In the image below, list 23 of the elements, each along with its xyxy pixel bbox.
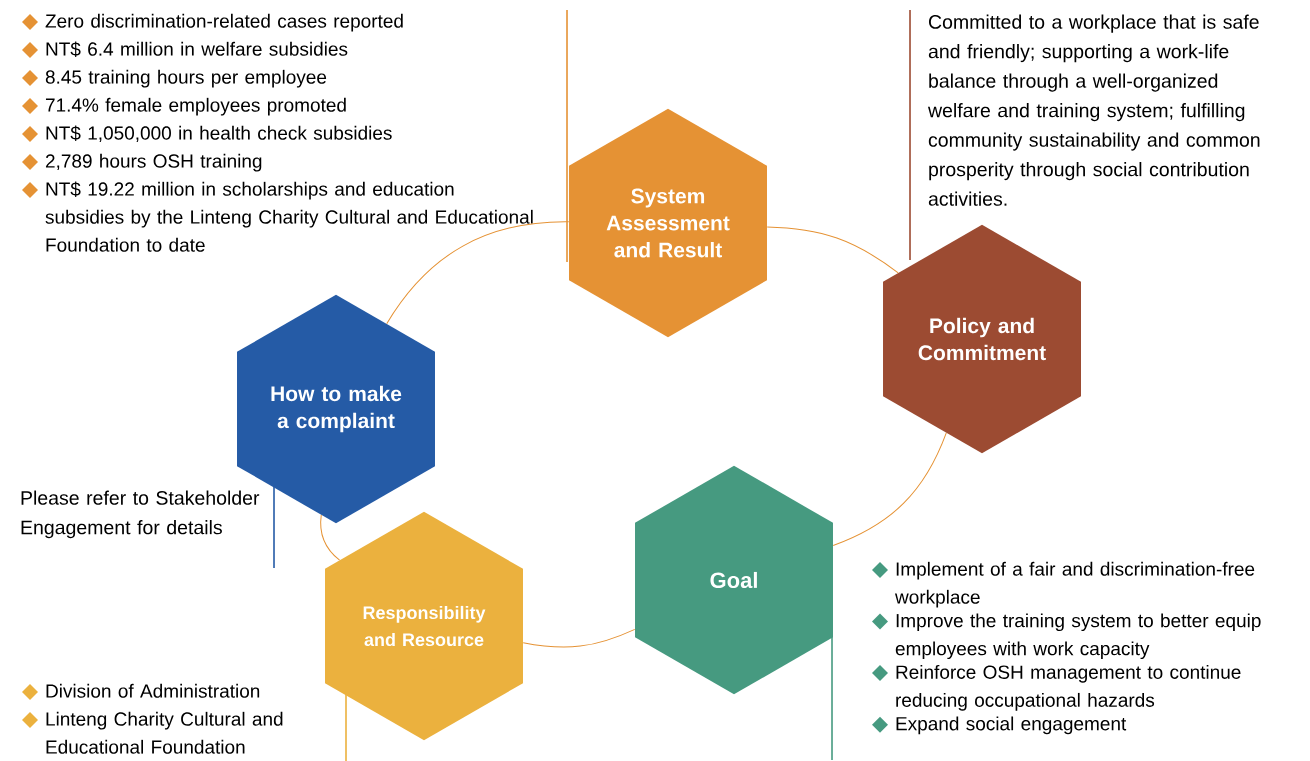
connector-line — [766, 226, 899, 274]
bullet-text: Expand social engagement — [896, 716, 1127, 735]
bullet-text: Reinforce OSH management to continue reducing occupational hazards — [896, 664, 1241, 711]
bullet-text: NT$ 1,050,000 in health check subsidies — [46, 125, 392, 143]
bullet-text: Improve the training system to better equip employees with work capacity — [895, 613, 1261, 660]
hexagon: Goal — [635, 465, 833, 695]
connector-line — [832, 432, 947, 546]
bullet-text: NT$ 6.4 million in welfare subsidies — [46, 41, 348, 57]
bullet-text: 2,789 hours OSH training — [45, 153, 262, 172]
bullet-text: Division of Administration — [46, 683, 260, 698]
hexagon: System Assessment and Result — [569, 108, 767, 338]
connector-line — [386, 221, 570, 325]
connector-line — [522, 628, 636, 648]
bullet-text: NT$ 19.22 million in scholarships and education subsidies by the Linteng Charity Cultural and Educational Foundation to date — [45, 181, 533, 252]
bullet-text: Implement of a fair and discrimination-free workplace — [895, 561, 1255, 608]
bullet-text: 8.45 training hours per employee — [45, 69, 327, 88]
bullet-text: Linteng Charity Cultural and Educational Foundation — [46, 711, 283, 754]
bullet-text: 71.4% female employees promoted — [45, 97, 346, 116]
bullet-text: Zero discrimination-related cases reported — [45, 13, 403, 32]
description-text: Committed to a workplace that is safe and friendly; supporting a work-life balance through a well-organized welfare and training system; fulfilling community sustainability and common prosperity through social contribution activities. — [928, 14, 1260, 206]
connector-line — [320, 514, 341, 561]
hexagon: Policy and Commitment — [883, 224, 1081, 454]
hexagon: Responsibility and Resource — [325, 511, 523, 741]
